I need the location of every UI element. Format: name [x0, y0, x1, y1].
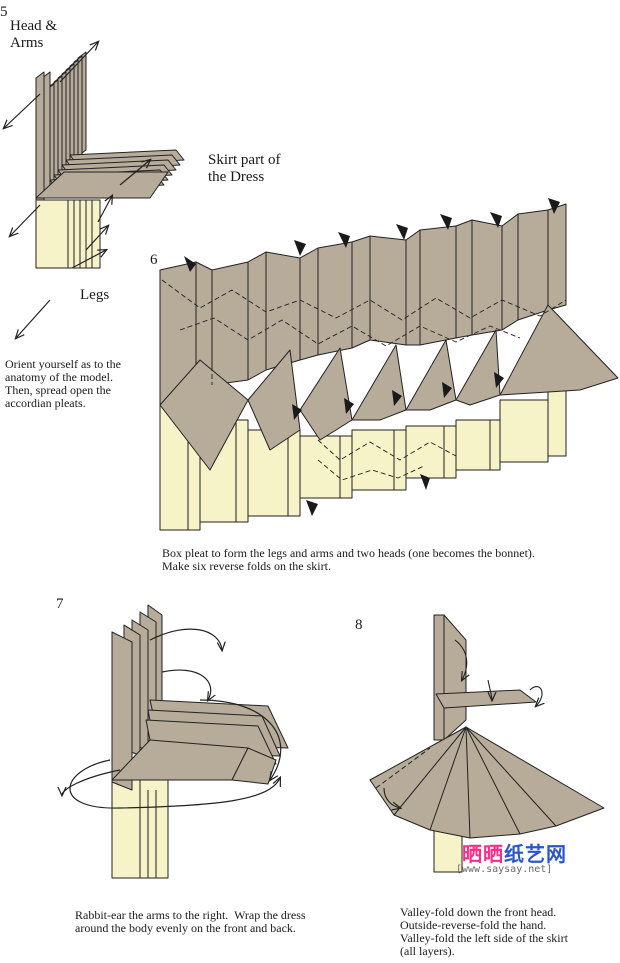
- step6-fold-arrows: [184, 198, 560, 516]
- step8-number: 8: [355, 617, 363, 633]
- step7-skirt: [111, 699, 289, 785]
- step5-figure: [4, 42, 185, 338]
- site-logo: 晒晒纸艺网: [462, 838, 567, 867]
- step8-valley-line: [375, 747, 431, 789]
- step6-figure: [159, 198, 619, 531]
- logo-part-1: 晒晒: [462, 842, 504, 866]
- step8-skirt: [369, 726, 605, 839]
- step7-figure: [62, 604, 289, 879]
- step6-upper-pleats: [159, 203, 567, 406]
- step5-label-legs: Legs: [80, 287, 110, 303]
- step7-caption: Rabbit-ear the arms to the right. Wrap t…: [75, 908, 306, 935]
- step6-crease-lines: [161, 226, 567, 481]
- step6-caption: Box pleat to form the legs and arms and …: [162, 546, 535, 573]
- step5-legs: [35, 199, 101, 269]
- step8-caption: Valley-fold down the front head. Outside…: [400, 905, 568, 958]
- step6-skirt-folds: [159, 304, 619, 471]
- step5-caption: Orient yourself as to the anatomy of the…: [5, 357, 121, 410]
- logo-part-2: 纸艺网: [504, 842, 567, 866]
- step5-head-stack: [35, 51, 87, 207]
- step5-skirt-stack: [35, 149, 185, 199]
- step7-legs: [111, 779, 169, 879]
- step8-figure: [369, 614, 605, 873]
- site-watermark: [www.saysay.net]: [456, 864, 553, 875]
- step7-arrows: [62, 628, 282, 809]
- step5-label-skirt: Skirt part of the Dress: [208, 152, 281, 185]
- step8-arrows: [383, 639, 542, 808]
- step5-arrows: [4, 42, 150, 338]
- step8-body: [433, 614, 467, 741]
- step7-number: 7: [56, 596, 64, 612]
- step5-number: 5: [0, 4, 8, 20]
- step5-label-head-arms: Head & Arms: [10, 18, 58, 51]
- step6-number: 6: [150, 252, 158, 268]
